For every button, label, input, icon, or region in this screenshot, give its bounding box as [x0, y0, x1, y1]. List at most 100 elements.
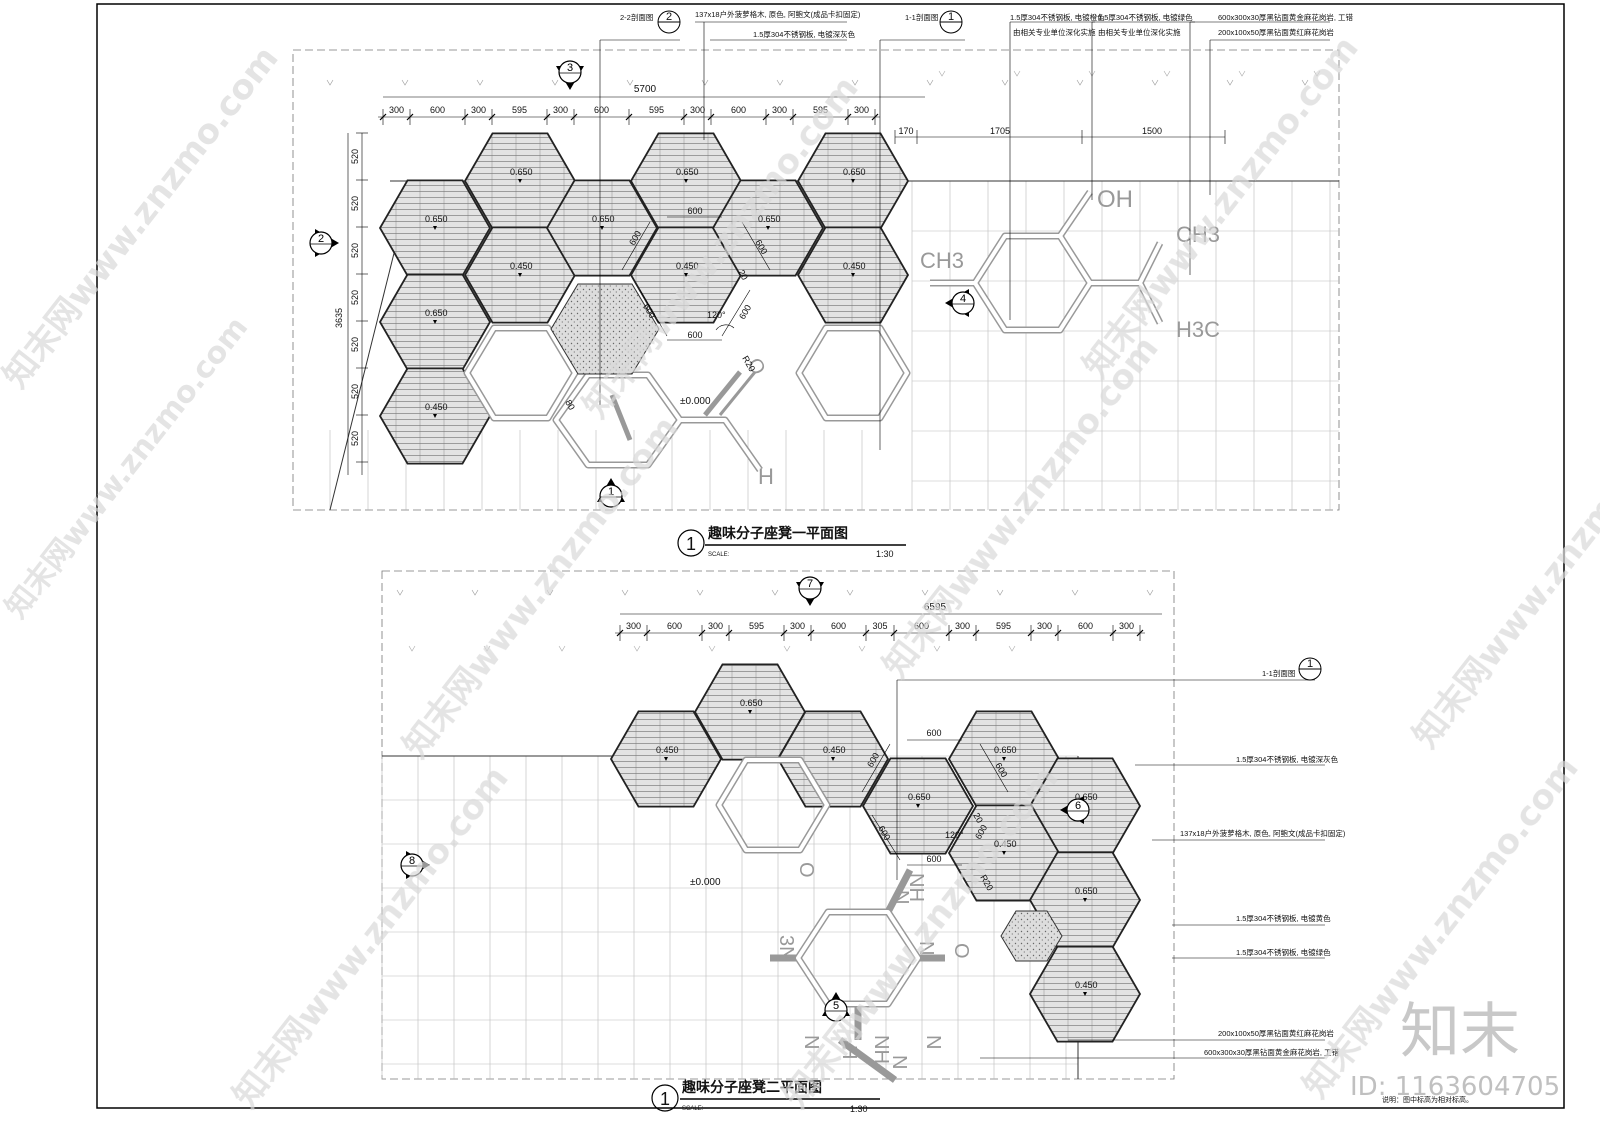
scale-label-1: SCALE:	[708, 552, 730, 558]
svg-text:1.5厚304不锈钢板, 电镀绿色: 1.5厚304不锈钢板, 电镀绿色	[1236, 947, 1331, 957]
svg-text:1-1剖面图: 1-1剖面图	[905, 12, 938, 22]
svg-text:2: 2	[318, 233, 324, 245]
svg-text:1.5厚304不锈钢板, 电镀深灰色: 1.5厚304不锈钢板, 电镀深灰色	[1236, 754, 1339, 764]
elevation-label: 0.650	[676, 167, 699, 177]
svg-text:知末网www.znzmo.com: 知末网www.znzmo.com	[876, 329, 1167, 686]
section-mark: 3	[556, 60, 584, 90]
svg-text:600x300x30厚黑钻面黄金麻花岗岩, 工错: 600x300x30厚黑钻面黄金麻花岗岩, 工错	[1204, 1047, 1340, 1057]
left-total-1: 3635	[334, 308, 344, 328]
elevation-label: 0.450	[823, 745, 846, 755]
svg-text:1.5厚304不锈钢板, 电镀黄色: 1.5厚304不锈钢板, 电镀黄色	[1236, 913, 1331, 923]
site-boundary-1	[292, 49, 1340, 511]
paving-grid-1	[326, 70, 1339, 510]
dimension-text: 300	[553, 105, 568, 115]
label-h: H	[758, 464, 774, 489]
dimension-text: 300	[955, 621, 970, 631]
elevation-label: 0.650	[425, 308, 448, 318]
elevation-label: 0.650	[994, 745, 1017, 755]
section-mark: 1	[597, 478, 625, 508]
title-circle-2	[651, 1084, 679, 1112]
dimension-text: 300	[1037, 621, 1052, 631]
elevation-label: 0.650	[843, 167, 866, 177]
plan-1: 0.650 0.650 0.450 0.650 0.450 0.650 0.650 0.450…	[292, 9, 1354, 559]
svg-text:600: 600	[926, 728, 941, 738]
svg-text:N: N	[890, 890, 912, 904]
svg-text:O: O	[950, 943, 972, 959]
label-oh: OH	[1097, 186, 1133, 213]
dimension-text: 595	[749, 621, 764, 631]
title-2: 趣味分子座凳二平面图	[681, 1079, 822, 1095]
svg-text:137x18户外菠萝格木, 原色, 阿鲍文(成品卡扣固定): 137x18户外菠萝格木, 原色, 阿鲍文(成品卡扣固定)	[695, 9, 861, 19]
datum-1: ±0.000	[680, 396, 711, 407]
id-watermark: ID: 1163604705	[1350, 1072, 1560, 1102]
dimension-text: 300	[790, 621, 805, 631]
stone-hex-1	[550, 283, 660, 375]
dimension-text: 300	[626, 621, 641, 631]
dimension-text: 595	[649, 105, 664, 115]
svg-text:1.5厚304不锈钢板, 电镀橙色: 1.5厚304不锈钢板, 电镀橙色	[1010, 12, 1105, 22]
dimension-text: 600	[914, 621, 929, 631]
title-number-2: 1	[660, 1089, 670, 1109]
molecule-text-2: O NH N O N 3N NH N N H N	[775, 862, 972, 1069]
dim-1705: 1705	[990, 126, 1010, 136]
dimension-text: 520	[350, 196, 360, 211]
brand-watermark: 知末	[1400, 997, 1520, 1067]
elevation-label: 0.450	[1075, 980, 1098, 990]
svg-text:1.5厚304不锈钢板, 电镀绿色: 1.5厚304不锈钢板, 电镀绿色	[1098, 12, 1193, 22]
dimension-text: 600	[731, 105, 746, 115]
dimension-text: 520	[350, 243, 360, 258]
section-mark: 2	[309, 229, 339, 257]
section-mark: 8	[400, 851, 430, 879]
elevation-label: 0.450	[656, 745, 679, 755]
svg-text:1.5厚304不锈钢板, 电镀深灰色: 1.5厚304不锈钢板, 电镀深灰色	[753, 29, 856, 39]
dimension-text: 595	[512, 105, 527, 115]
total-dim-2: 6595	[924, 602, 947, 613]
svg-text:120°: 120°	[707, 310, 726, 320]
svg-text:137x18户外菠萝格木, 原色, 阿鲍文(成品卡扣固定): 137x18户外菠萝格木, 原色, 阿鲍文(成品卡扣固定)	[1180, 828, 1346, 838]
svg-text:200x100x50厚黑钻面黄红麻花岗岩: 200x100x50厚黑钻面黄红麻花岗岩	[1218, 1028, 1334, 1038]
scale-2: 1:30	[850, 1104, 868, 1114]
elevation-label: 0.650	[425, 214, 448, 224]
callout-leaders-1	[599, 21, 1330, 450]
dimension-text: 600	[667, 621, 682, 631]
svg-text:600: 600	[737, 303, 753, 321]
elevation-label: 0.450	[994, 839, 1017, 849]
callout-leaders-2	[896, 679, 1325, 1059]
dimension-text: 595	[813, 105, 828, 115]
elevation-label: 0.650	[758, 214, 781, 224]
dimension-text: 520	[350, 337, 360, 352]
section-marks-2: 7 8 6 5	[400, 576, 1090, 1022]
svg-text:2-2剖面图: 2-2剖面图	[620, 12, 653, 22]
scale-1: 1:30	[876, 549, 894, 559]
datum-2: ±0.000	[690, 877, 721, 888]
section-mark: 6	[1060, 796, 1090, 824]
svg-text:4: 4	[960, 293, 966, 305]
elevation-label: 0.450	[425, 402, 448, 412]
section-mark: 5	[822, 992, 850, 1022]
svg-text:600: 600	[926, 854, 941, 864]
elevation-label: 0.650	[1075, 886, 1098, 896]
dimension-text: 600	[594, 105, 609, 115]
sheet-border	[96, 3, 1565, 1109]
elevation-label: 0.450	[676, 261, 699, 271]
dimension-text: 300	[690, 105, 705, 115]
section-marks-1: 3 2 4 1	[309, 60, 975, 508]
svg-text:1-1剖面图: 1-1剖面图	[1262, 668, 1295, 678]
svg-text:120°: 120°	[945, 830, 964, 840]
elevation-label: 0.650	[908, 792, 931, 802]
svg-text:1: 1	[608, 486, 614, 498]
dimension-text: 300	[1119, 621, 1134, 631]
section-mark: 4	[945, 289, 975, 317]
stone-hex-2	[1000, 910, 1063, 962]
elevation-label: 0.450	[510, 261, 533, 271]
right-dimensions-1	[894, 130, 1226, 144]
svg-text:知末网www.znzmo.com: 知末网www.znzmo.com	[226, 759, 517, 1116]
dimension-text: 305	[872, 621, 887, 631]
svg-text:20: 20	[971, 811, 985, 825]
label-ch3-a: CH3	[920, 248, 964, 273]
hexagon-seats-1: 0.650 0.650 0.450 0.650 0.450 0.650 0.650 0.450…	[378, 132, 910, 465]
dimension-text: 600	[1078, 621, 1093, 631]
svg-text:7: 7	[807, 578, 813, 590]
